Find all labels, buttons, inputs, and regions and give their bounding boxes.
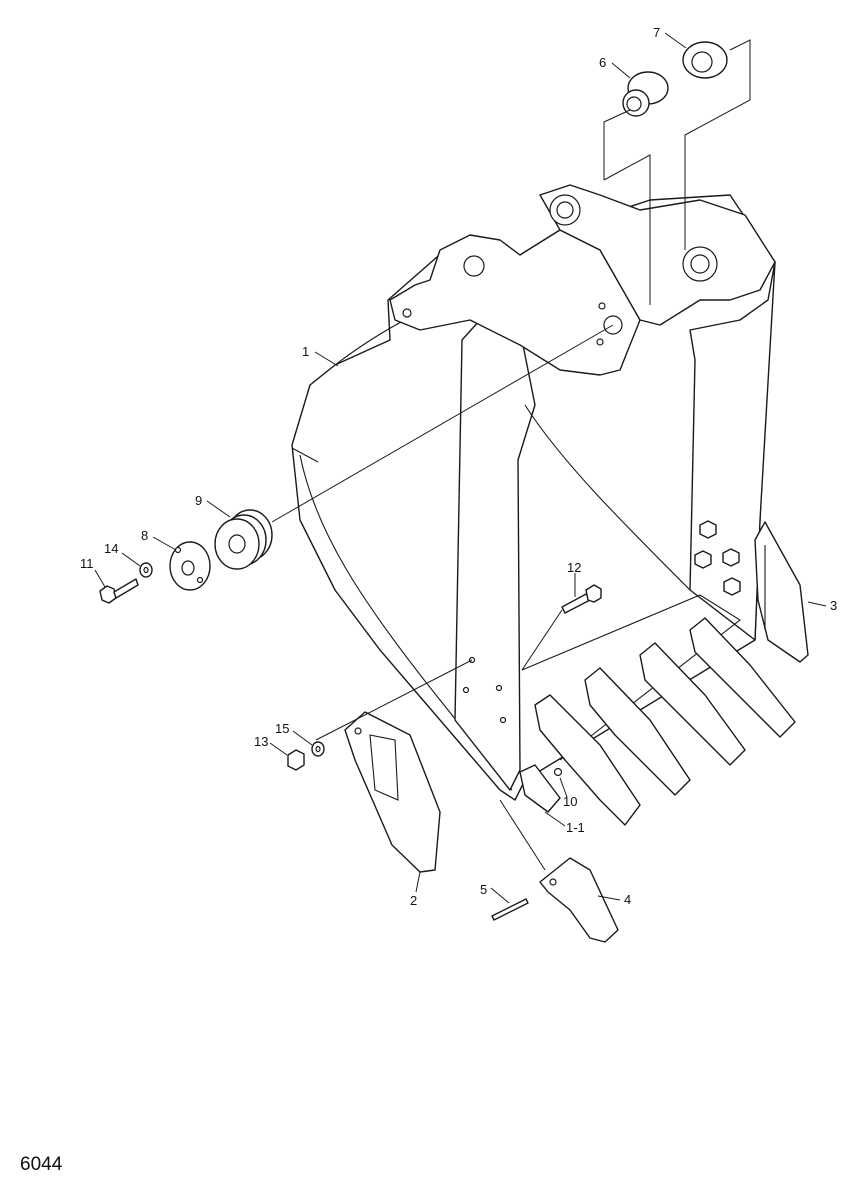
callout-4: 4 xyxy=(624,892,631,907)
bucket-body xyxy=(291,184,776,801)
washer-15 xyxy=(311,741,325,757)
callout-1-1: 1-1 xyxy=(566,820,585,835)
bolt-12 xyxy=(561,584,602,614)
tooth-pin xyxy=(491,898,529,921)
callout-5: 5 xyxy=(480,882,487,897)
callout-labels: 1 1-1 2 3 4 5 6 7 8 9 10 11 12 13 14 15 xyxy=(80,25,837,908)
plate-8 xyxy=(169,541,211,591)
callout-3: 3 xyxy=(830,598,837,613)
side-cutter-left xyxy=(344,711,441,873)
bushing-7 xyxy=(682,41,728,79)
side-cutter-right xyxy=(754,521,809,663)
assembly-lines xyxy=(271,39,751,871)
bucket-teeth-row xyxy=(519,617,796,826)
callout-14: 14 xyxy=(104,541,118,556)
callout-leaders xyxy=(94,32,827,904)
callout-11: 11 xyxy=(80,556,94,571)
callout-12: 12 xyxy=(567,560,581,575)
washer-14 xyxy=(139,562,153,578)
callout-1: 1 xyxy=(302,344,309,359)
replacement-tooth xyxy=(539,857,619,943)
shim-stack-9 xyxy=(214,509,273,570)
bolt-11 xyxy=(99,578,139,604)
bushing-6 xyxy=(622,71,669,117)
page-code: 6044 xyxy=(20,1154,63,1175)
nut-13 xyxy=(287,749,305,771)
callout-6: 6 xyxy=(599,55,606,70)
callout-15: 15 xyxy=(275,721,289,736)
callout-7: 7 xyxy=(653,25,660,40)
callout-2: 2 xyxy=(410,893,417,908)
callout-10: 10 xyxy=(563,794,577,809)
callout-9: 9 xyxy=(195,493,202,508)
callout-13: 13 xyxy=(254,734,268,749)
callout-8: 8 xyxy=(141,528,148,543)
